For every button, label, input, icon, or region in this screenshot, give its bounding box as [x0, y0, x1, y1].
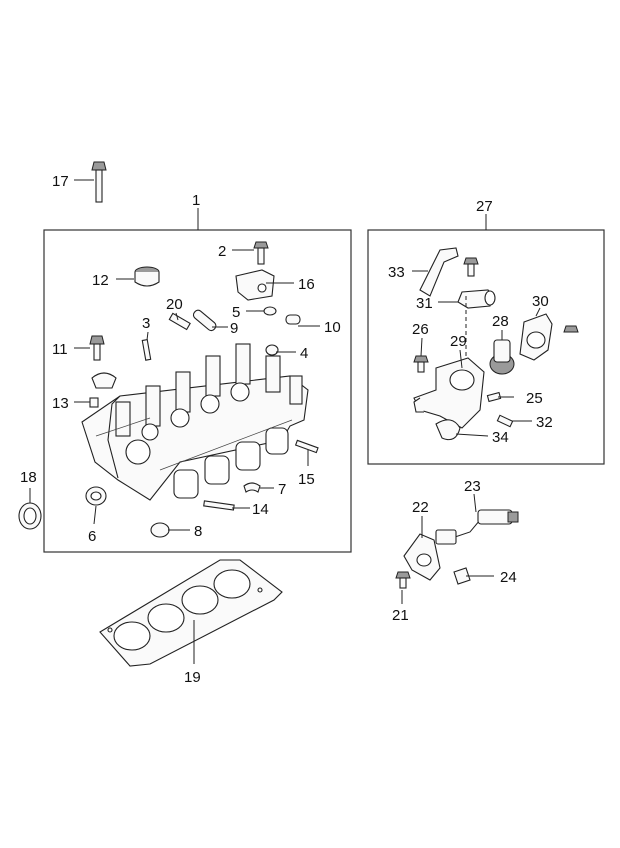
callout-27: 27 — [476, 198, 493, 215]
bolt-32 — [496, 414, 514, 428]
bolt-11 — [89, 335, 105, 361]
callout-30: 30 — [532, 293, 549, 310]
bolt-33a — [463, 257, 479, 277]
callout-16: 16 — [298, 276, 315, 293]
callout-15: 15 — [298, 471, 315, 488]
callout-1: 1 — [192, 192, 200, 209]
callout-13: 13 — [52, 395, 69, 412]
seal-5 — [263, 306, 277, 316]
callout-11: 11 — [52, 341, 68, 358]
callout-23: 23 — [464, 478, 481, 495]
pin-20 — [168, 312, 191, 331]
stud-3 — [141, 338, 152, 361]
stud-14 — [203, 500, 235, 511]
callout-12: 12 — [92, 272, 109, 289]
leader-lines — [29, 179, 541, 664]
callout-32: 32 — [536, 414, 553, 431]
callout-2: 2 — [218, 243, 226, 260]
oil-seal-6 — [85, 486, 107, 506]
water-pipe-31 — [457, 289, 496, 309]
head-gasket-19 — [99, 559, 283, 667]
callout-20: 20 — [166, 296, 183, 313]
stud-15 — [294, 439, 319, 454]
callout-31: 31 — [416, 295, 433, 312]
bracket-33 — [419, 247, 459, 297]
callout-4: 4 — [300, 345, 308, 362]
exhaust-ports — [173, 427, 289, 499]
thermostat-cover-30 — [519, 313, 553, 361]
thermostat-28 — [489, 339, 515, 375]
bolt-25 — [486, 391, 502, 403]
callout-21: 21 — [392, 607, 409, 624]
callout-19: 19 — [184, 669, 201, 686]
callout-28: 28 — [492, 313, 509, 330]
callout-18: 18 — [20, 469, 37, 486]
plug-4 — [265, 344, 279, 356]
callout-25: 25 — [526, 390, 543, 407]
clip-24 — [453, 567, 471, 585]
callout-labels: 1 17 2 12 16 20 5 9 10 3 4 11 13 15 7 14… — [20, 173, 553, 686]
bolt-21 — [395, 571, 411, 589]
clip-7 — [243, 482, 261, 493]
camshaft-caps — [115, 343, 303, 437]
callout-10: 10 — [324, 319, 341, 336]
bolt-30a — [563, 325, 579, 333]
dowel-13 — [89, 397, 99, 408]
seal-8 — [150, 522, 170, 538]
callout-33: 33 — [388, 264, 405, 281]
sensor-22 — [403, 533, 441, 581]
callout-24: 24 — [500, 569, 517, 586]
cylinder-head — [81, 343, 309, 501]
bolt-2 — [253, 241, 269, 265]
seal-ring-18 — [18, 502, 42, 530]
callout-7: 7 — [278, 481, 286, 498]
callout-6: 6 — [88, 528, 96, 545]
oil-filler-cap-12 — [134, 266, 160, 287]
bolt-17 — [91, 161, 107, 203]
callout-9: 9 — [230, 320, 238, 337]
callout-26: 26 — [412, 321, 429, 338]
bolt-26 — [413, 355, 429, 373]
tube-10 — [285, 314, 301, 325]
callout-17: 17 — [52, 173, 69, 190]
gasket-34 — [435, 419, 461, 441]
callout-3: 3 — [142, 315, 150, 332]
callout-34: 34 — [492, 429, 509, 446]
callout-5: 5 — [232, 304, 240, 321]
bracket-16 — [235, 269, 275, 301]
callout-14: 14 — [252, 501, 269, 518]
tube-9 — [192, 309, 217, 332]
callout-29: 29 — [450, 333, 467, 350]
callout-22: 22 — [412, 499, 429, 516]
camshaft-half-cap — [91, 372, 117, 389]
wiring-harness-23 — [435, 509, 519, 545]
callout-8: 8 — [194, 523, 202, 540]
thermostat-housing-29 — [413, 357, 485, 429]
